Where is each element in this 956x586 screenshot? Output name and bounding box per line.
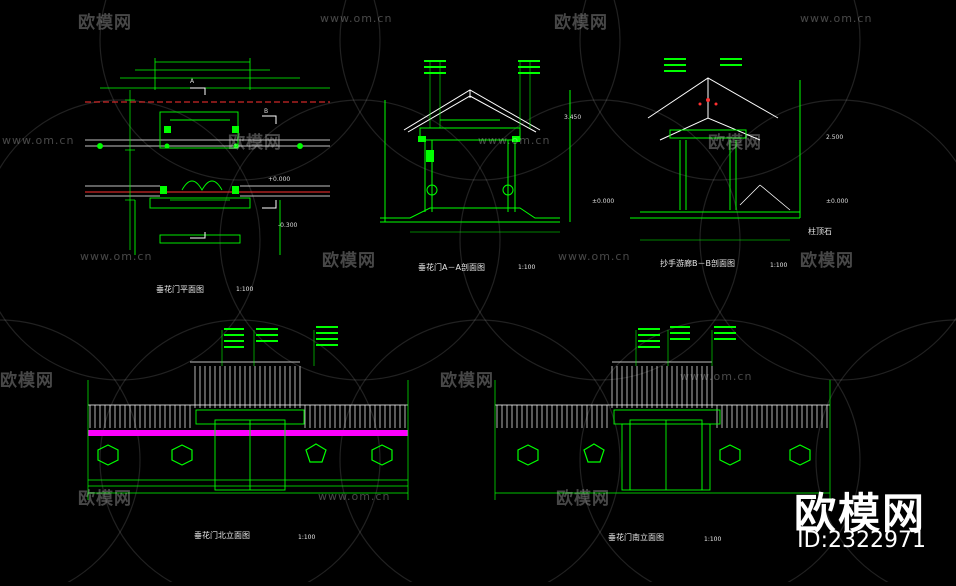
watermark-url: www.om.cn (800, 12, 873, 25)
section-b-scale: 1:100 (770, 262, 788, 269)
plan-section-tag: B (264, 108, 269, 115)
plan-scale: 1:100 (236, 286, 254, 293)
watermark-logo: 欧模网 (78, 13, 132, 33)
watermark-url: www.om.cn (318, 490, 391, 503)
south-elevation-drawing (494, 326, 831, 500)
south-elevation-title: 垂花门南立面图 (608, 533, 664, 542)
section-a-dim: ±0.000 (592, 198, 615, 205)
model-id: ID:2322971 (797, 528, 926, 553)
south-elevation-scale: 1:100 (704, 536, 722, 543)
plan-title: 垂花门平面图 (156, 285, 204, 294)
watermark-url: www.om.cn (478, 134, 551, 147)
watermark-logo: 欧模网 (440, 371, 494, 391)
watermark-logo: 欧模网 (78, 489, 132, 509)
watermark-logo: 欧模网 (322, 251, 376, 271)
watermark-logo: 欧模网 (0, 371, 54, 391)
section-b-title: 抄手游廊B－B剖面图 (660, 259, 735, 268)
watermark-logo: 欧模网 (228, 133, 282, 153)
section-b-dim: 2.500 (826, 134, 844, 141)
section-a-title: 垂花门A－A剖面图 (418, 263, 485, 272)
watermark-logo: 欧模网 (708, 133, 762, 153)
watermark-url: www.om.cn (558, 250, 631, 263)
north-elevation-scale: 1:100 (298, 534, 316, 541)
plan-drawing (85, 58, 330, 255)
watermark-logo: 欧模网 (800, 251, 854, 271)
section-a-dim: 3.450 (564, 114, 582, 121)
section-b-note: 柱顶石 (808, 227, 832, 236)
north-elevation-drawing (87, 326, 409, 500)
north-elevation-title: 垂花门北立面图 (194, 531, 250, 540)
section-a-scale: 1:100 (518, 264, 536, 271)
brand-logo: 欧模网 (793, 489, 926, 538)
section-b-dim: ±0.000 (826, 198, 849, 205)
watermark-url: www.om.cn (80, 250, 153, 263)
plan-dim-level: -0.300 (278, 222, 298, 229)
watermark-logo: 欧模网 (556, 489, 610, 509)
watermark-url: www.om.cn (320, 12, 393, 25)
plan-section-tag: A (190, 78, 195, 85)
section-b-drawing (630, 58, 801, 241)
watermark-url: www.om.cn (2, 134, 75, 147)
watermark-url: www.om.cn (680, 370, 753, 383)
plan-dim-level: +0.000 (268, 176, 291, 183)
watermark-logo: 欧模网 (554, 13, 608, 33)
section-a-drawing (380, 60, 571, 233)
